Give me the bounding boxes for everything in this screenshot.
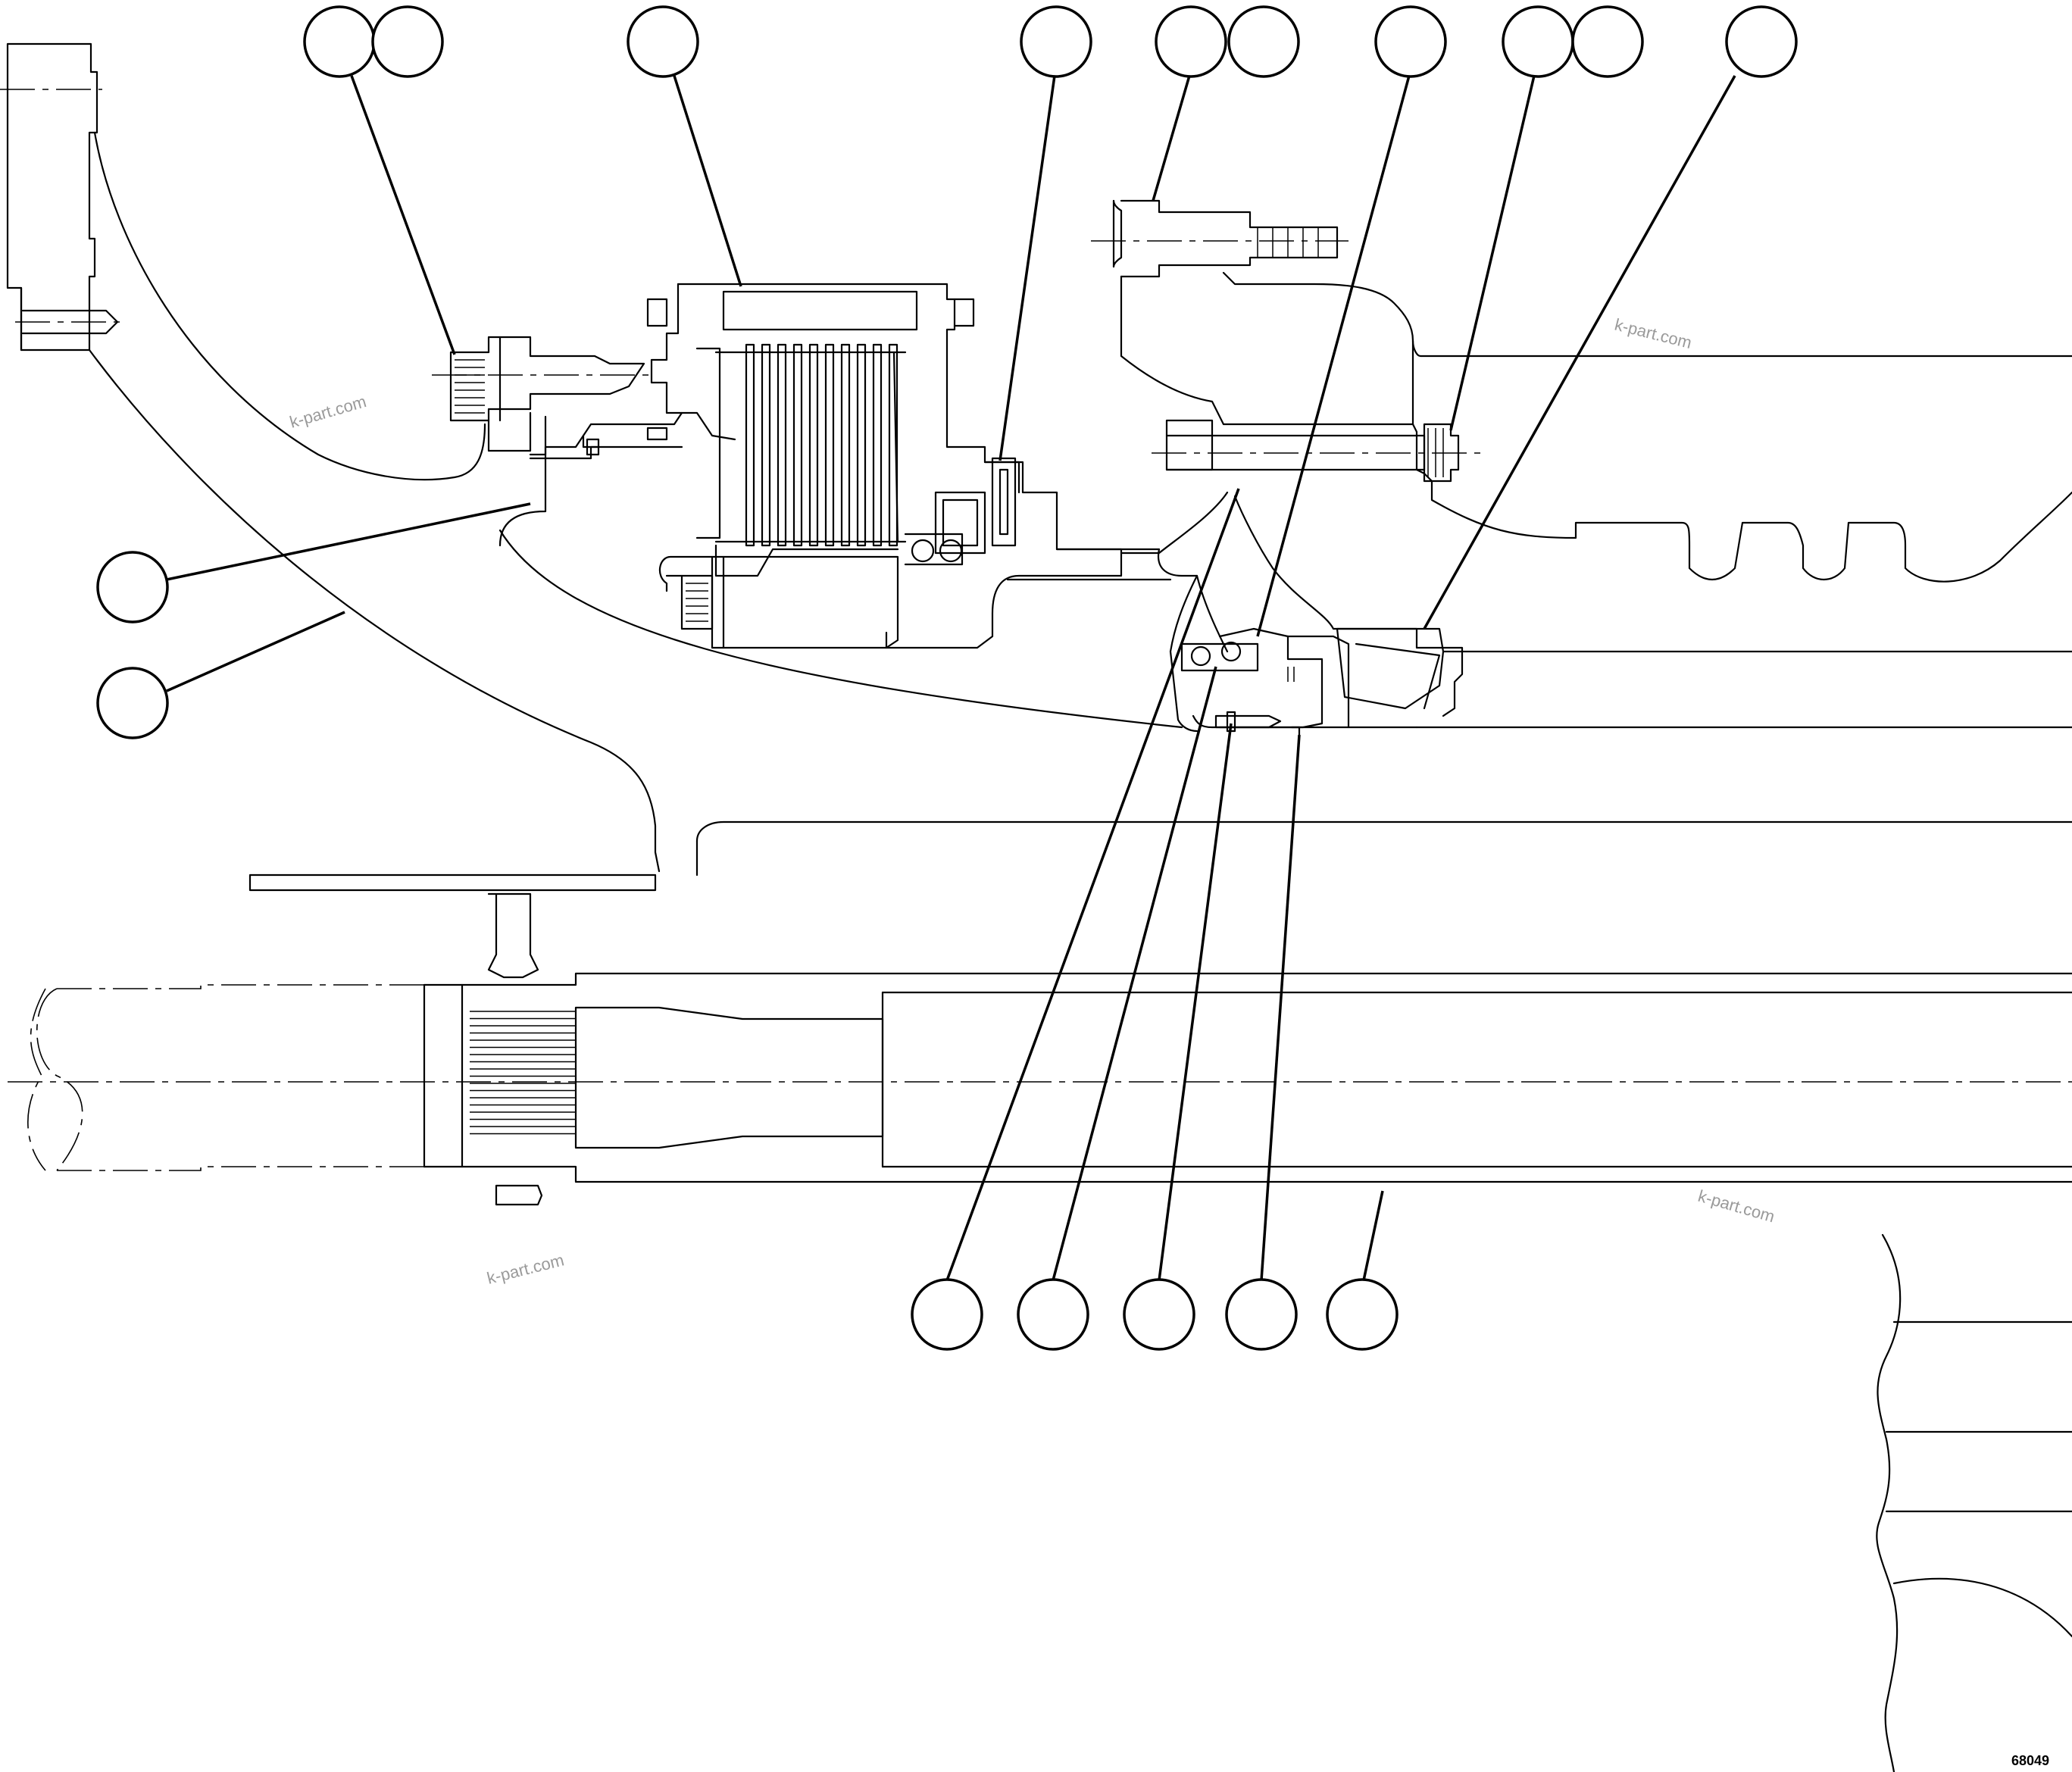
steering-knuckle <box>1120 271 2072 583</box>
spindle-hub <box>1006 491 2072 733</box>
brake-disc <box>872 343 883 547</box>
callout-bubble <box>371 5 444 78</box>
callout-bubble <box>96 667 169 739</box>
brake-disc <box>824 343 835 547</box>
brake-disc <box>840 343 851 547</box>
callout-bubble <box>1502 5 1574 78</box>
housing-web <box>88 131 1183 892</box>
callout-bubble <box>1227 5 1300 78</box>
callout-bubble <box>627 5 699 78</box>
brake-disc <box>792 343 803 547</box>
callout-bubble <box>303 5 376 78</box>
pad-clip <box>582 427 683 456</box>
watermark-text: k-part.com <box>1696 1186 1777 1227</box>
diagram-code: 68049 <box>2011 1753 2049 1768</box>
callout-leaders <box>166 75 1736 1281</box>
left-mounting-bracket <box>0 42 121 352</box>
callout-bubble <box>1017 1278 1089 1351</box>
watermark-text: k-part.com <box>287 392 368 432</box>
callout-bubble <box>1571 5 1644 78</box>
callout-bubble <box>1374 5 1447 78</box>
brake-disc <box>761 343 771 547</box>
callout-bubbles <box>96 5 1798 1351</box>
callout-bubble <box>1155 5 1227 78</box>
brake-disc <box>808 343 819 547</box>
sensor-bearing-assembly <box>904 457 1020 566</box>
callout-bubble <box>1123 1278 1195 1351</box>
shaft-spline <box>470 1011 576 1135</box>
housing-lower-outline <box>498 411 2072 877</box>
brake-disc <box>777 343 787 547</box>
wheel-bearing <box>1180 627 1464 729</box>
brake-disc <box>856 343 867 547</box>
dowel-pin <box>487 892 539 979</box>
upper-bolt <box>1091 199 1349 278</box>
brake-discs <box>745 343 898 547</box>
caliper-guide-pin <box>432 336 652 460</box>
brake-pack-housing <box>646 283 1123 649</box>
brake-disc <box>745 343 755 547</box>
callout-bubble <box>1326 1278 1399 1351</box>
lower-right-cutaway <box>1876 1233 2072 1772</box>
callout-bubble <box>1225 1278 1298 1351</box>
brake-disc <box>888 343 898 547</box>
callout-bubble <box>911 1278 983 1351</box>
retaining-pin <box>1214 711 1301 736</box>
callout-bubble <box>1725 5 1798 78</box>
watermark-text: k-part.com <box>485 1250 566 1287</box>
callout-bubble <box>96 551 169 623</box>
callout-bubble <box>1020 5 1092 78</box>
main-shaft <box>27 972 2072 1206</box>
caliper-cylinder <box>665 555 899 649</box>
watermark-text: k-part.com <box>1613 315 1694 352</box>
kingpin-bolt <box>1152 423 1485 483</box>
